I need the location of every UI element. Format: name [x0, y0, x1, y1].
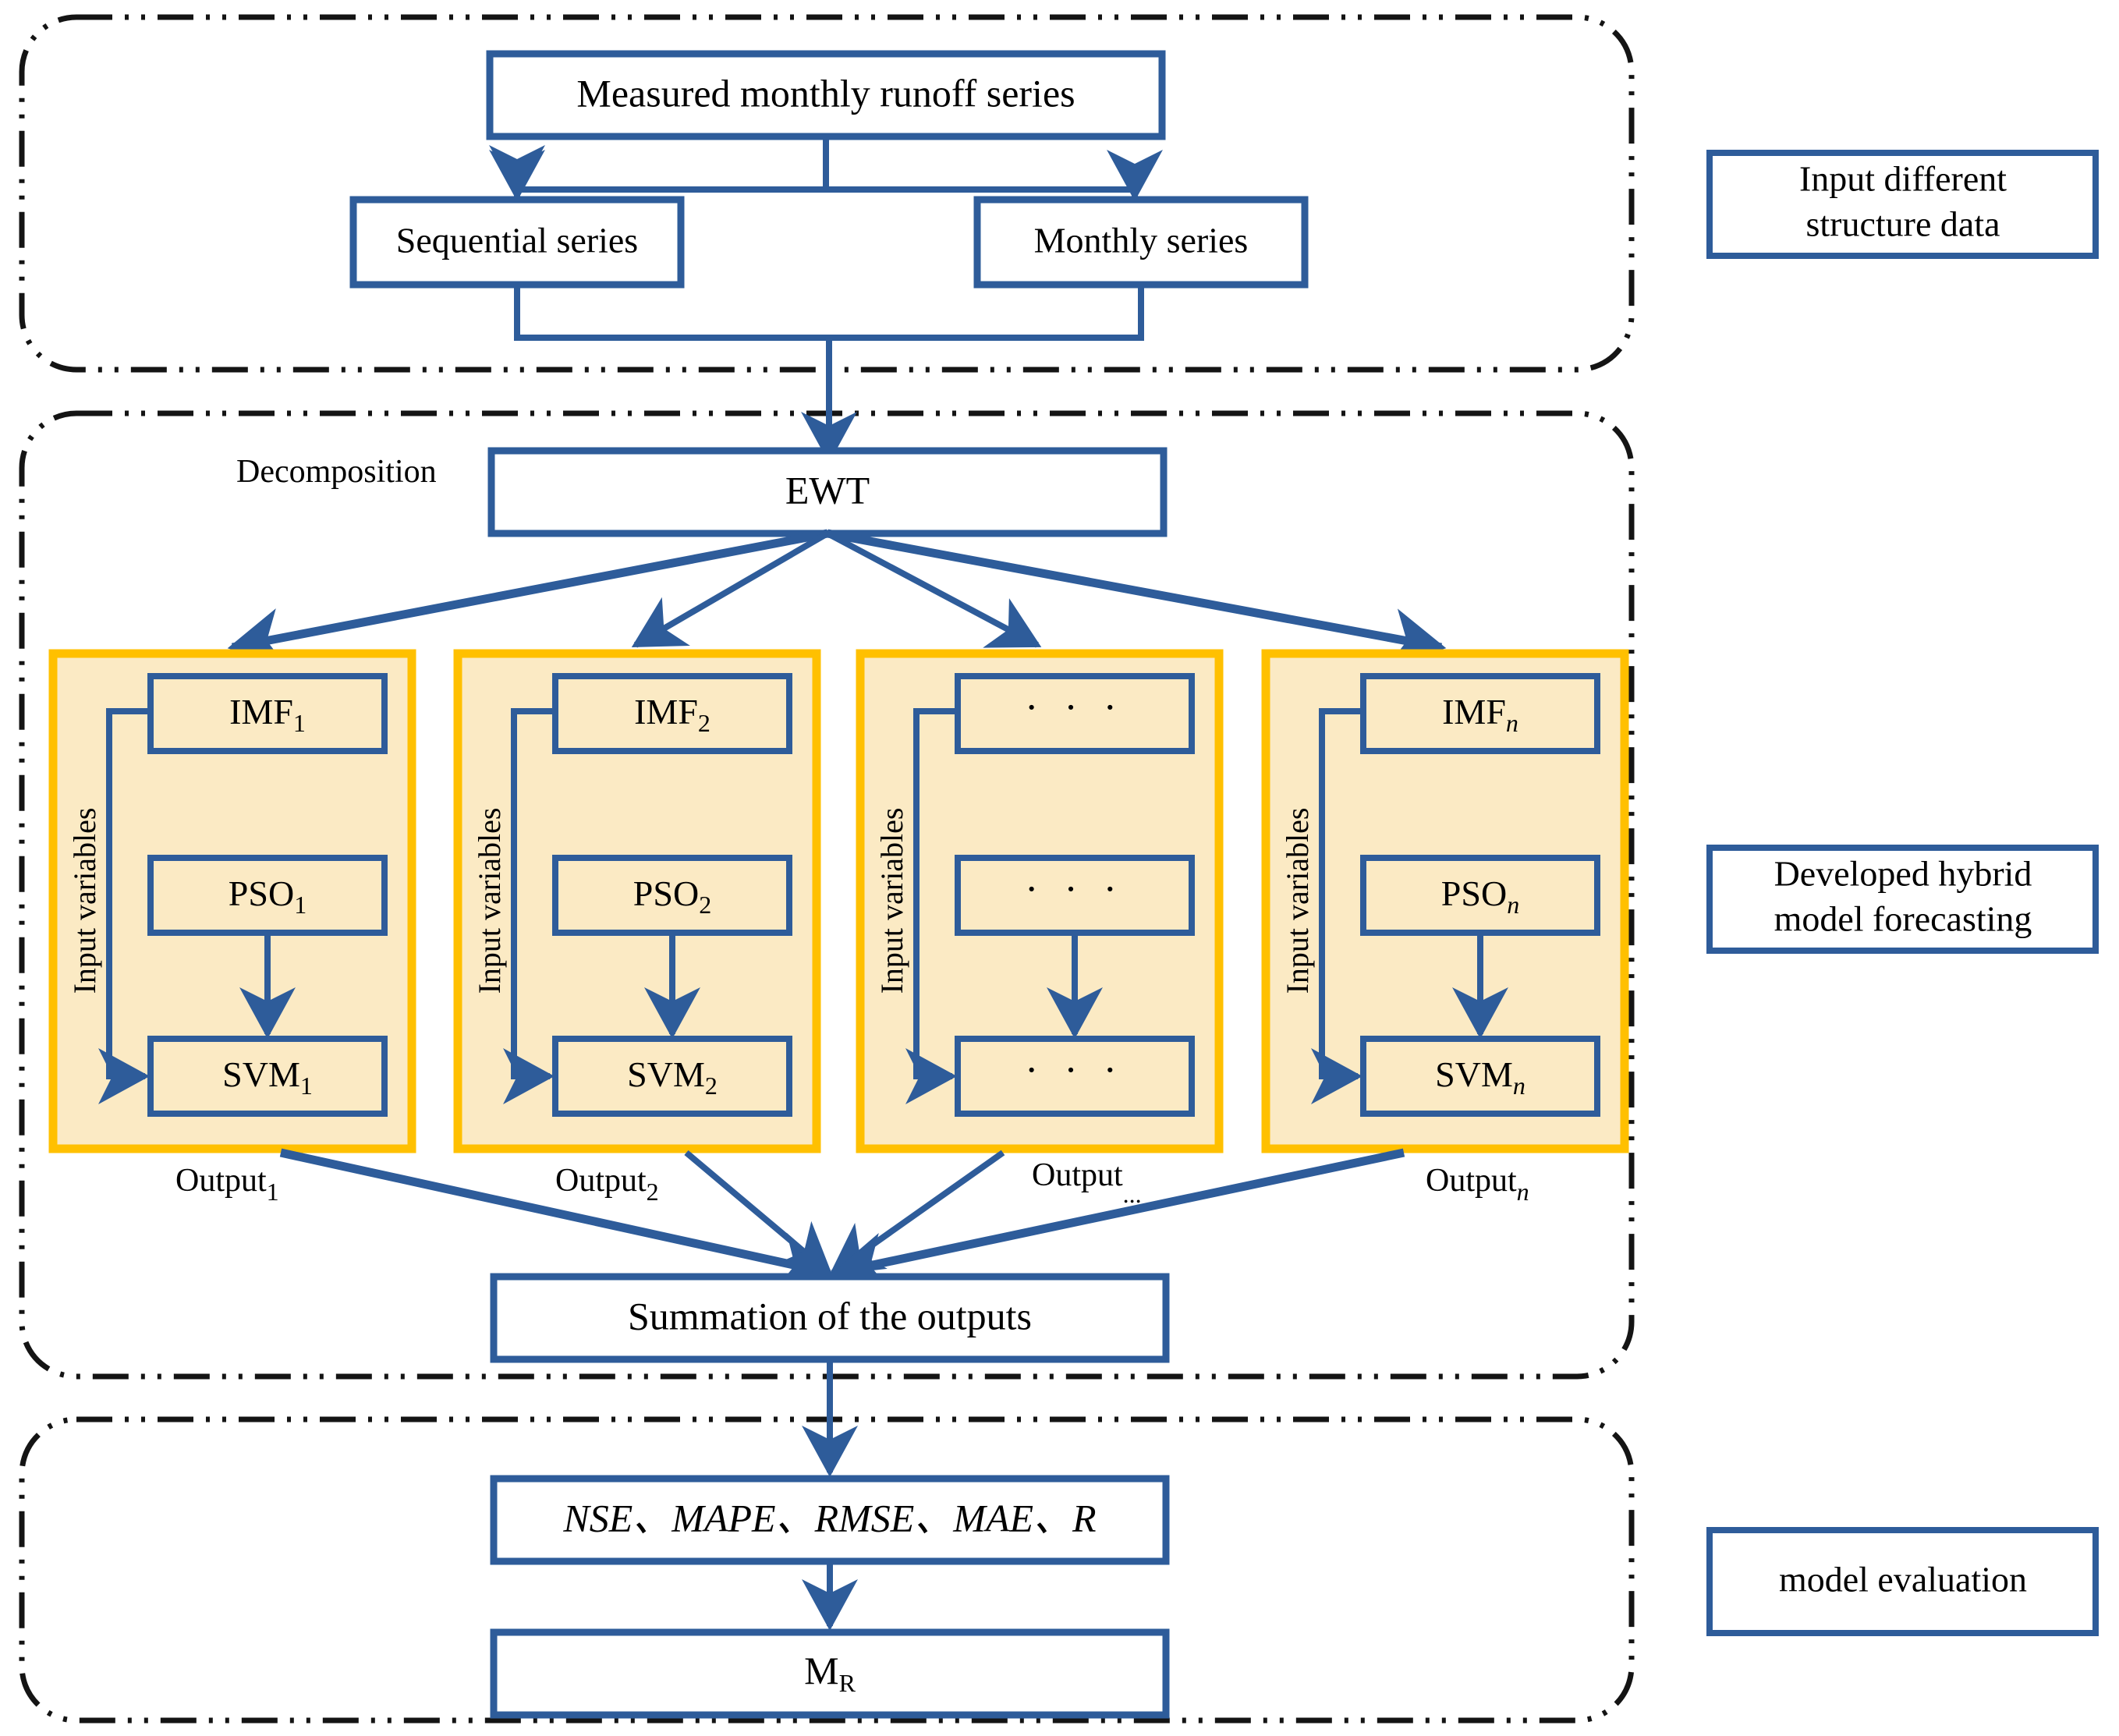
legend-box-input: Input different structure data: [1706, 150, 2099, 259]
node-imf-3: [955, 673, 1195, 754]
node-measured-runoff-label: Measured monthly runoff series: [576, 71, 1075, 115]
legend-input-line-2: structure data: [1805, 204, 2000, 244]
node-svm-2: [552, 1036, 792, 1117]
node-pso-2-label: PSO2: [633, 873, 711, 919]
node-metrics-label: NSE、MAPE、RMSE、MAE、R: [562, 1496, 1096, 1539]
node-imf-2: [552, 673, 792, 754]
node-imf-n: [1360, 673, 1600, 754]
legend-input-line-1: Input different: [1799, 159, 2007, 199]
node-pso-3: [955, 855, 1195, 936]
branch-3-output-label: Output...: [1032, 1157, 1142, 1208]
legend-model-line-2: model forecasting: [1774, 899, 2032, 939]
node-svm-2-label: SVM2: [627, 1054, 718, 1100]
connector-series-to-ewt: [514, 285, 1144, 463]
decomposition-label: Decomposition: [236, 454, 437, 490]
node-measured-runoff: [486, 50, 1166, 140]
node-mr: [490, 1628, 1170, 1719]
branch-3-input-variables-label: Input variables: [874, 808, 909, 994]
branch-panel-1: Input variables IMF1 PSO1 SVM1 Output1: [48, 649, 416, 1206]
node-svm-1: [147, 1036, 388, 1117]
node-imf-3-label: · · ·: [1025, 686, 1125, 730]
branch-1-output-label: Output1: [175, 1163, 279, 1206]
legend-box-model: Developed hybrid model forecasting: [1706, 845, 2099, 954]
node-sequential-series: [349, 196, 685, 289]
node-svm-n-label: SVMn: [1435, 1054, 1525, 1100]
legend-box-evaluation: model evaluation: [1706, 1527, 2099, 1636]
node-imf-2-label: IMF2: [634, 692, 710, 738]
node-svm-3: [955, 1036, 1195, 1117]
node-svm-3-label: · · ·: [1025, 1048, 1125, 1093]
branch-4-output-label: Outputn: [1426, 1163, 1529, 1206]
branch-panel-4: Input variables IMFn PSOn SVMn Outputn: [1261, 649, 1629, 1206]
node-monthly-series-label: Monthly series: [1034, 221, 1249, 260]
node-pso-3-label: · · ·: [1025, 867, 1125, 912]
node-pso-2: [552, 855, 792, 936]
node-imf-n-label: IMFn: [1442, 692, 1518, 738]
branch-2-output-label: Output2: [555, 1163, 659, 1206]
node-imf-1: [147, 673, 388, 754]
branch-panel-3: Input variables · · · · · · · · · Output…: [856, 649, 1224, 1208]
branch-2-input-variables-label: Input variables: [472, 808, 507, 994]
legend-evaluation-line-1: model evaluation: [1779, 1560, 2027, 1600]
node-svm-1-label: SVM1: [222, 1054, 313, 1100]
node-pso-1-label: PSO1: [229, 873, 307, 919]
legend-model-line-1: Developed hybrid: [1774, 854, 2032, 894]
node-imf-1-label: IMF1: [229, 692, 306, 738]
node-ewt-label: EWT: [785, 468, 870, 512]
connector-outputs-to-summation: [279, 1148, 1405, 1292]
node-sequential-series-label: Sequential series: [396, 221, 638, 260]
node-mr-label: MR: [804, 1649, 856, 1697]
branch-1-input-variables-label: Input variables: [67, 808, 102, 994]
node-summation-label: Summation of the outputs: [628, 1294, 1032, 1337]
node-pso-n: [1360, 855, 1600, 936]
branch-4-input-variables-label: Input variables: [1280, 808, 1315, 994]
node-monthly-series: [973, 196, 1309, 289]
branch-panel-2: Input variables IMF2 PSO2 SVM2 Output2: [453, 649, 821, 1206]
connector-ewt-fanout: [227, 529, 1447, 668]
node-svm-n: [1360, 1036, 1600, 1117]
node-pso-n-label: PSOn: [1441, 873, 1519, 919]
connector-measured-to-split: [489, 136, 1163, 201]
section-frame-input: [19, 14, 1635, 373]
